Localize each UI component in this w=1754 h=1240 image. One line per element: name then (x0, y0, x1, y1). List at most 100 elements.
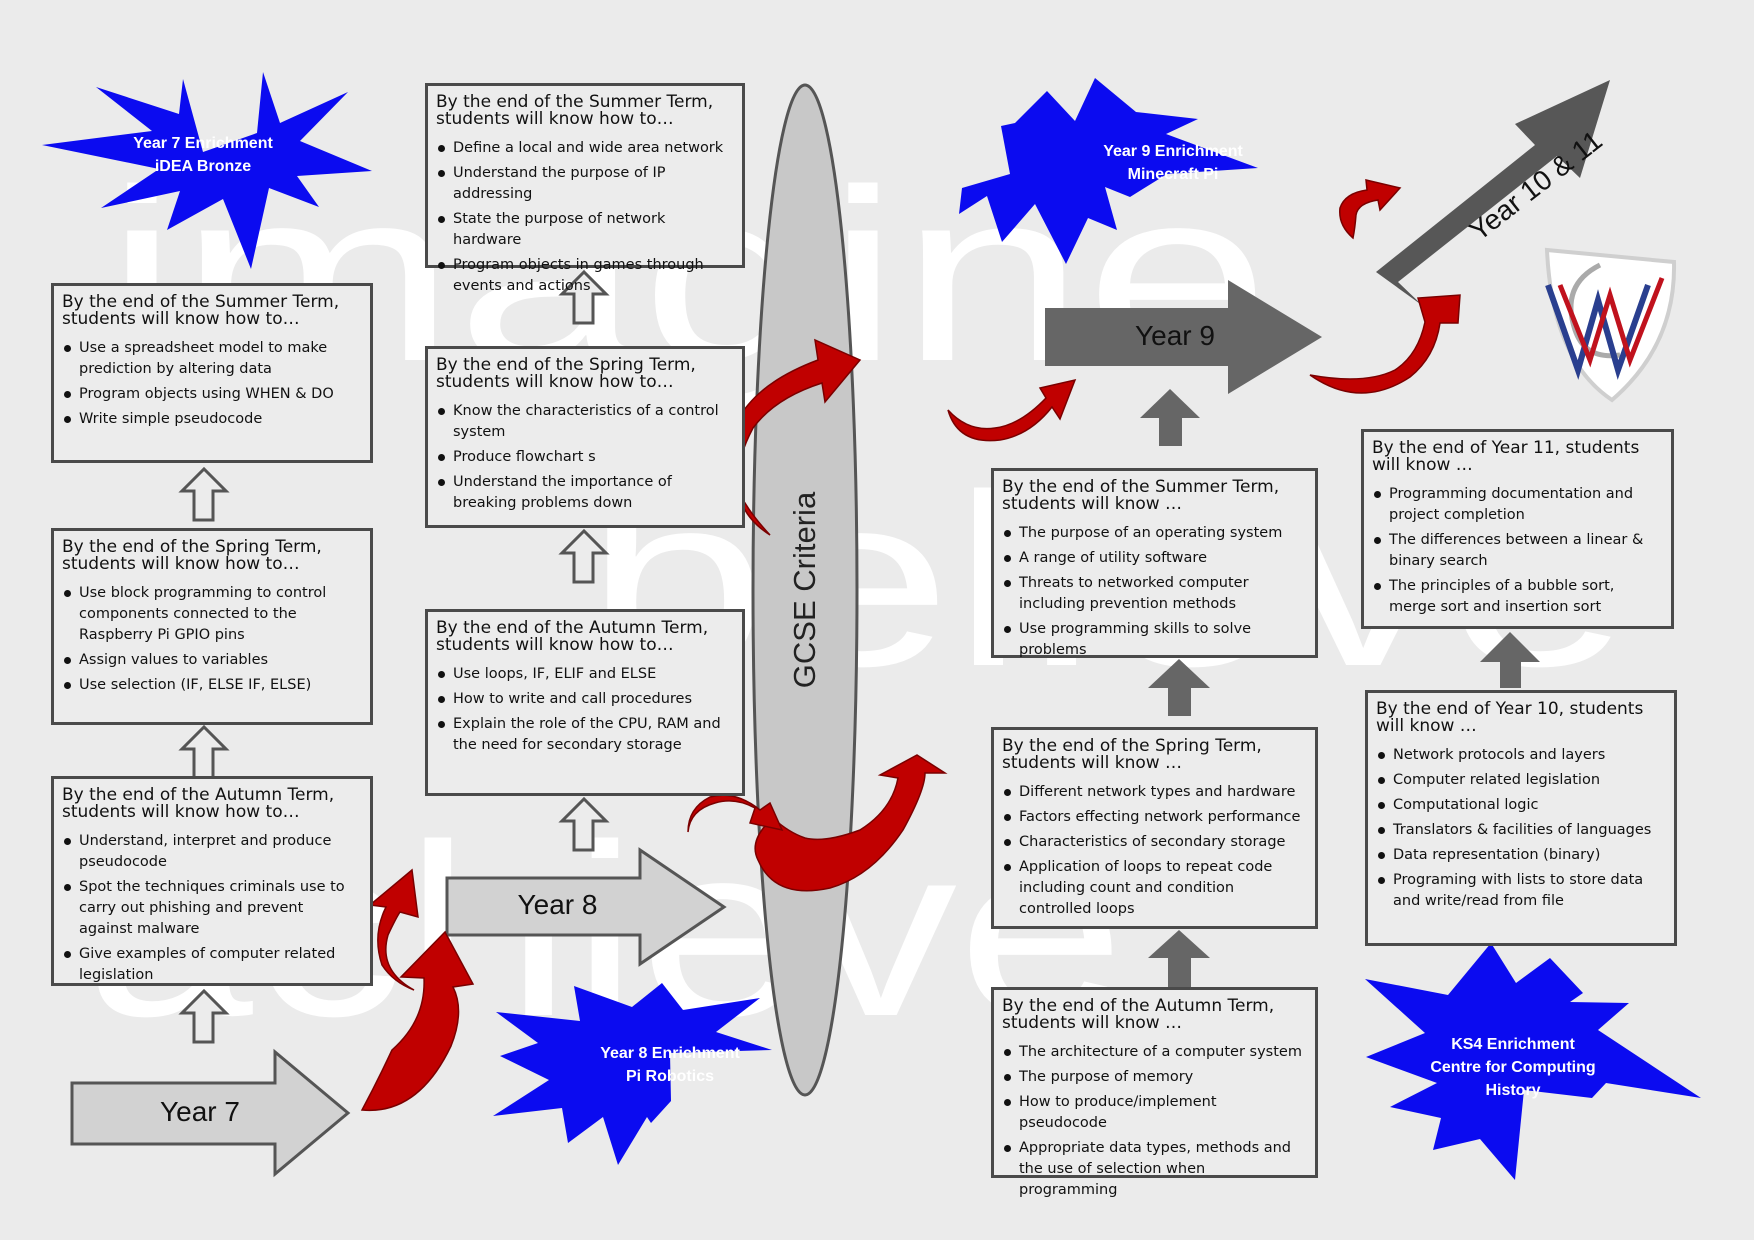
ks4-enrichment-label: KS4 Enrichment Centre for Computing Hist… (1413, 1033, 1613, 1102)
y9-summer-title: By the end of the Summer Term, students … (1002, 477, 1280, 514)
y7-connector-arrow-2 (178, 724, 230, 780)
y9-enrichment-label: Year 9 Enrichment Minecraft Pi (1073, 140, 1273, 186)
y8-enrichment-label: Year 8 Enrichment Pi Robotics (570, 1042, 770, 1088)
y8-spring-item: Understand the importance of breaking pr… (436, 472, 730, 514)
ks4-enrichment-activity-2: History (1485, 1082, 1541, 1099)
y8-spring-box: By the end of the Spring Term, students … (425, 346, 745, 528)
y9-autumn-box: By the end of the Autumn Term, students … (991, 987, 1318, 1198)
y11-box: By the end of Year 11, students will kno… (1361, 429, 1674, 629)
ks4-connector-arrow (1480, 632, 1540, 688)
y11-item: The principles of a bubble sort, merge s… (1372, 576, 1659, 618)
y7-autumn-item: Understand, interpret and produce pseudo… (62, 831, 358, 873)
y8-enrichment-title: Year 8 Enrichment (600, 1045, 740, 1062)
y7-connector-arrow-3 (178, 466, 230, 522)
y10-item: Programing with lists to store data and … (1376, 870, 1662, 912)
ks4-enrichment-activity: Centre for Computing (1430, 1059, 1596, 1076)
y9-enrichment-activity: Minecraft Pi (1127, 166, 1219, 183)
y9-summer-item: Use programming skills to solve problems (1002, 619, 1303, 661)
y10-item: Network protocols and layers (1376, 745, 1662, 766)
progress-arrow-y8-to-gcse (754, 754, 948, 892)
year-7-arrow (70, 1048, 351, 1178)
y9-autumn-title: By the end of the Autumn Term, students … (1002, 996, 1275, 1033)
y7-summer-box: By the end of the Summer Term, students … (51, 283, 373, 463)
progress-arrow-y7-to-y8 (360, 930, 475, 1112)
y9-spring-title: By the end of the Spring Term, students … (1002, 736, 1262, 773)
y8-autumn-title: By the end of the Autumn Term, students … (436, 618, 709, 655)
year-8-arrow (445, 847, 727, 967)
y9-spring-item: Application of loops to repeat code incl… (1002, 857, 1303, 920)
progress-arrow-y9-enrichment (1339, 179, 1402, 240)
y10-item: Computer related legislation (1376, 770, 1662, 791)
y9-summer-item: Threats to networked computer including … (1002, 573, 1303, 615)
y9-autumn-item: Appropriate data types, methods and the … (1002, 1138, 1303, 1201)
y9-connector-arrow-1 (1148, 930, 1210, 989)
y9-autumn-item: The architecture of a computer system (1002, 1042, 1303, 1063)
y7-autumn-item: Give examples of computer related legisl… (62, 944, 358, 986)
school-logo (1544, 247, 1677, 403)
y11-item: Programming documentation and project co… (1372, 484, 1659, 526)
y8-enrichment-star (493, 983, 772, 1165)
ks4-enrichment-title: KS4 Enrichment (1451, 1036, 1575, 1053)
year-7-label: Year 7 (160, 1096, 240, 1127)
y8-summer-title: By the end of the Summer Term, students … (436, 92, 714, 129)
y8-connector-arrow-3 (558, 269, 610, 325)
y9-summer-item: The purpose of an operating system (1002, 523, 1303, 544)
y7-spring-item: Use selection (IF, ELSE IF, ELSE) (62, 675, 358, 696)
y10-item: Data representation (binary) (1376, 845, 1662, 866)
y8-autumn-box: By the end of the Autumn Term, students … (425, 609, 745, 796)
y10-item: Computational logic (1376, 795, 1662, 816)
y8-spring-title: By the end of the Spring Term, students … (436, 355, 696, 392)
y7-autumn-title: By the end of the Autumn Term, students … (62, 785, 335, 822)
ks4-enrichment-star (1365, 943, 1701, 1180)
y7-connector-arrow-1 (178, 988, 230, 1044)
y7-summer-item: Program objects using WHEN & DO (62, 384, 358, 405)
y9-spring-item: Characteristics of secondary storage (1002, 832, 1303, 853)
y7-spring-item: Use block programming to control compone… (62, 583, 358, 646)
y7-spring-title: By the end of the Spring Term, students … (62, 537, 322, 574)
y8-enrichment-activity: Pi Robotics (625, 1068, 714, 1085)
year-8-label: Year 8 (517, 889, 598, 920)
y8-connector-arrow-2 (558, 528, 610, 584)
y9-enrichment-star (959, 78, 1258, 264)
y8-autumn-item: Explain the role of the CPU, RAM and the… (436, 714, 730, 756)
gcse-criteria-label: GCSE Criteria (787, 491, 822, 689)
y7-spring-item: Assign values to variables (62, 650, 358, 671)
y8-autumn-item: Use loops, IF, ELIF and ELSE (436, 664, 730, 685)
y9-autumn-item: How to produce/implement pseudocode (1002, 1092, 1303, 1134)
year-10-11-arrow (1376, 80, 1610, 306)
year-9-arrow (1045, 280, 1322, 394)
y9-spring-box: By the end of the Spring Term, students … (991, 727, 1318, 929)
y11-item: The differences between a linear & binar… (1372, 530, 1659, 572)
year-9-label: Year 9 (1135, 320, 1215, 351)
y7-summer-item: Use a spreadsheet model to make predicti… (62, 338, 358, 380)
y7-spring-box: By the end of the Spring Term, students … (51, 528, 373, 725)
y9-enrichment-title: Year 9 Enrichment (1103, 143, 1243, 160)
progress-arrow-y7-side (368, 868, 419, 991)
y9-summer-box: By the end of the Summer Term, students … (991, 468, 1318, 658)
y8-summer-box: By the end of the Summer Term, students … (425, 83, 745, 294)
y9-autumn-item: The purpose of memory (1002, 1067, 1303, 1088)
y7-autumn-box: By the end of the Autumn Term, students … (51, 776, 373, 986)
y7-summer-item: Write simple pseudocode (62, 409, 358, 430)
y9-connector-arrow-2 (1148, 659, 1210, 716)
y8-connector-arrow-1 (558, 796, 610, 852)
progress-arrow-gcse-to-y9 (947, 378, 1077, 442)
y7-enrichment-activity: iDEA Bronze (154, 158, 252, 175)
y10-box: By the end of Year 10, students will kno… (1365, 690, 1677, 946)
y8-autumn-item: How to write and call procedures (436, 689, 730, 710)
progress-arrow-y9-to-ks4 (1309, 294, 1461, 394)
y7-enrichment-title: Year 7 Enrichment (133, 135, 273, 152)
y8-summer-item: Define a local and wide area network (436, 138, 730, 159)
y8-spring-item: Produce flowchart s (436, 447, 730, 468)
y8-summer-item: State the purpose of network hardware (436, 209, 730, 251)
y8-spring-item: Know the characteristics of a control sy… (436, 401, 730, 443)
y8-summer-item: Understand the purpose of IP addressing (436, 163, 730, 205)
y10-title: By the end of Year 10, students will kno… (1376, 699, 1644, 736)
y9-connector-arrow-3 (1140, 389, 1200, 446)
y7-enrichment-star (42, 72, 372, 269)
progress-arrow-y8-side (687, 794, 784, 833)
y7-summer-title: By the end of the Summer Term, students … (62, 292, 340, 329)
y7-enrichment-label: Year 7 Enrichment iDEA Bronze (103, 132, 303, 178)
y9-spring-item: Different network types and hardware (1002, 782, 1303, 803)
y8-summer-item: Program objects in games through events … (436, 255, 730, 297)
